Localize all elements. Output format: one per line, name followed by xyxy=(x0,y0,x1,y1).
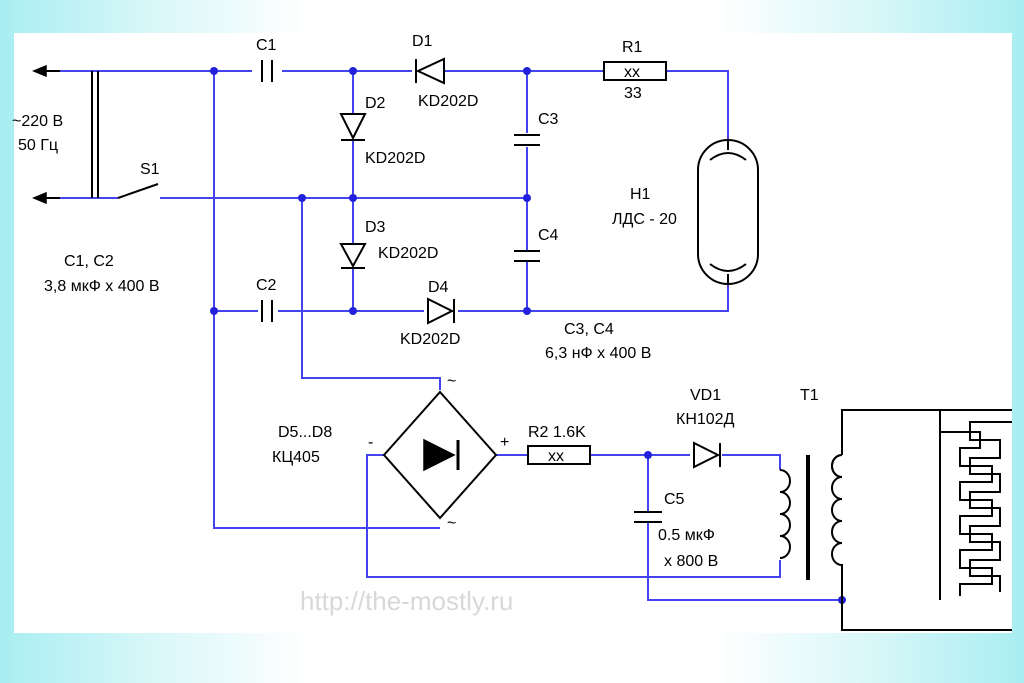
label-t1: T1 xyxy=(800,387,819,404)
label-bridge-ac-bottom: ~ xyxy=(447,515,456,532)
label-d2: D2 xyxy=(365,95,386,112)
resistor-r1 xyxy=(603,61,667,81)
label-bridge-minus: - xyxy=(368,434,373,451)
label-c3c4-name: C3, C4 xyxy=(564,321,614,338)
label-d4: D4 xyxy=(428,279,449,296)
label-h1-type: ЛДС - 20 xyxy=(612,211,677,228)
label-bridge-plus: + xyxy=(500,434,509,451)
diode-d2 xyxy=(339,113,367,141)
label-d1: D1 xyxy=(412,33,433,50)
label-c3: C3 xyxy=(538,111,559,128)
label-bridge-type: КЦ405 xyxy=(272,449,320,466)
label-c5-value2: х 800 В xyxy=(664,553,718,570)
label-d2-type: KD202D xyxy=(365,150,425,167)
capacitor-c4 xyxy=(514,250,540,262)
wires xyxy=(38,70,842,601)
label-bridge-ac-top: ~ xyxy=(447,373,456,390)
label-d3-type: KD202D xyxy=(378,245,438,262)
diode-d1 xyxy=(415,57,445,85)
label-c1: C1 xyxy=(256,37,277,54)
bridge-rectifier xyxy=(382,390,498,520)
diode-d3 xyxy=(339,243,367,269)
junction-nodes xyxy=(210,67,846,604)
label-d4-type: KD202D xyxy=(400,331,460,348)
electrode-grid xyxy=(841,409,1012,631)
label-h1: H1 xyxy=(630,186,651,203)
watermark: http://the-mostly.ru xyxy=(300,586,513,616)
diode-vd1 xyxy=(693,441,721,469)
label-c1c2-name: C1, C2 xyxy=(64,253,114,270)
mains-input xyxy=(32,64,99,205)
lamp-h1 xyxy=(697,139,759,285)
label-r2-value: R2 1.6K xyxy=(528,424,586,441)
transformer-t1 xyxy=(779,454,843,600)
label-r1-value: 33 xyxy=(624,85,642,102)
label-mains-freq: 50 Гц xyxy=(18,137,58,154)
label-s1: S1 xyxy=(140,161,160,178)
label-c1c2-value: 3,8 мкФ х 400 В xyxy=(44,278,160,295)
switch-s1 xyxy=(117,183,159,199)
label-d3: D3 xyxy=(365,219,386,236)
label-c4: C4 xyxy=(538,227,559,244)
capacitor-c2 xyxy=(261,300,273,322)
labels: ~220 В 50 Гц S1 C1 C2 C1, C2 3,8 мкФ х 4… xyxy=(12,33,819,570)
label-c5: C5 xyxy=(664,491,685,508)
diode-d4 xyxy=(427,297,455,325)
label-r1-mark: xx xyxy=(624,64,640,81)
label-bridge-name: D5...D8 xyxy=(278,424,332,441)
schematic-sheet xyxy=(14,33,1012,633)
capacitor-c3 xyxy=(514,134,540,146)
label-r1: R1 xyxy=(622,39,643,56)
label-c2: C2 xyxy=(256,277,277,294)
capacitor-c5 xyxy=(634,511,662,523)
label-d1-type: KD202D xyxy=(418,93,478,110)
label-r2-mark: xx xyxy=(548,448,564,465)
label-c3c4-value: 6,3 нФ х 400 В xyxy=(545,345,651,362)
capacitor-c1 xyxy=(261,60,273,82)
label-vd1-type: КН102Д xyxy=(676,411,735,428)
label-c5-value1: 0.5 мкФ xyxy=(658,527,715,544)
label-mains-voltage: ~220 В xyxy=(12,113,63,130)
label-vd1: VD1 xyxy=(690,387,721,404)
resistor-r2 xyxy=(527,445,591,465)
